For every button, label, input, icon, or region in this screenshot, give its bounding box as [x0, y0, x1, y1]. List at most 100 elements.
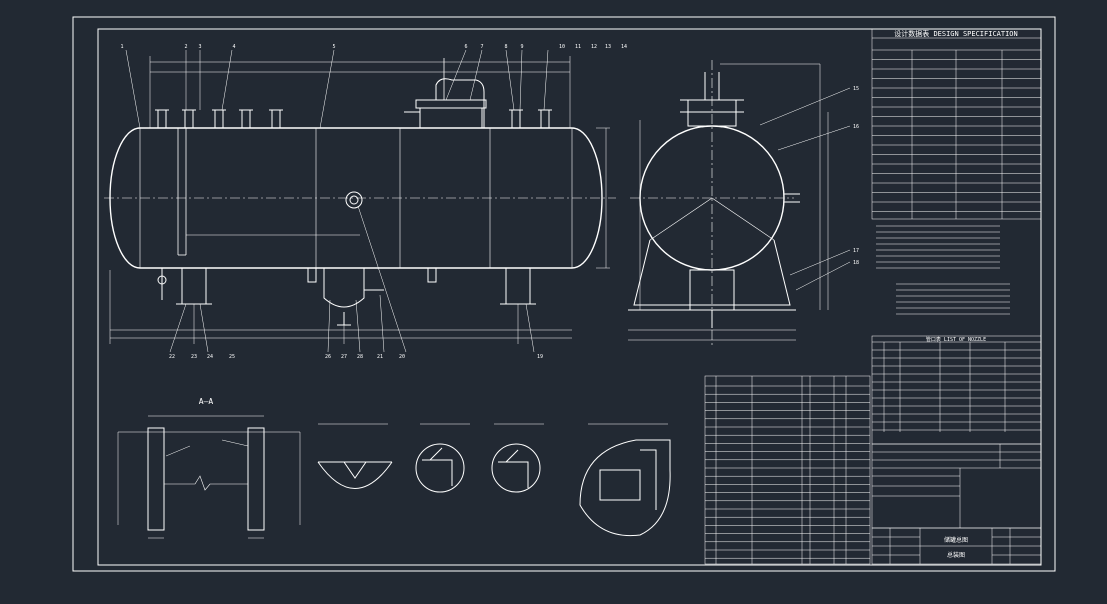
balloon-label-12: 12 [591, 44, 597, 50]
nozzle [214, 109, 224, 129]
saddle-right [505, 267, 531, 305]
nozzle [157, 109, 167, 129]
leader-line [165, 445, 191, 457]
balloon-label-16: 16 [853, 124, 859, 130]
balloon-label-15: 15 [853, 86, 859, 92]
balloon-label-13: 13 [605, 44, 611, 50]
balloon-label-9: 9 [520, 44, 523, 50]
balloon-label-27: 27 [341, 354, 347, 360]
revision-block [871, 443, 1042, 529]
section-leg-left [147, 427, 165, 531]
saddle-left [181, 267, 207, 305]
weld-details [317, 423, 671, 537]
manhole-cover [415, 99, 487, 109]
notes-area [876, 225, 1010, 315]
leader-line [469, 49, 483, 101]
drawing-sub-name: 总装图 [947, 551, 965, 559]
balloon-label-8: 8 [504, 44, 507, 50]
balloon-label-3: 3 [198, 44, 201, 50]
leader-line [125, 49, 141, 129]
top-nozzles [155, 109, 552, 129]
leader-line [519, 49, 523, 111]
parts-list-rows [705, 385, 870, 559]
leader-line [795, 261, 851, 291]
leader-line [199, 303, 209, 353]
manhole-davit [435, 78, 485, 128]
spec-table-header: 设计数据表 DESIGN SPECIFICATION [894, 29, 1018, 38]
sump [323, 268, 365, 308]
balloon-label-21: 21 [377, 354, 383, 360]
side-nozzle-inner [349, 195, 359, 205]
balloon-label-6: 6 [464, 44, 467, 50]
balloon-label-20: 20 [399, 354, 405, 360]
leader-line [445, 49, 467, 101]
nozzle [241, 109, 251, 129]
sheet-inner-border [97, 28, 1042, 566]
manhole-neck [419, 107, 483, 129]
spec-table-frame [871, 28, 1042, 220]
leader-line [319, 49, 335, 129]
balloon-label-7: 7 [480, 44, 483, 50]
sheet-outer-frame [72, 16, 1056, 572]
leader-line [777, 125, 851, 151]
end-view-saddle [633, 239, 791, 306]
end-view-saddle-web [649, 197, 713, 241]
nozzle-table [871, 335, 1042, 445]
balloon-label-25: 25 [229, 354, 235, 360]
end-view [628, 60, 851, 345]
nozzle [271, 109, 281, 129]
leader-line [525, 303, 535, 353]
balloon-label-18: 18 [853, 260, 859, 266]
leader-line [221, 439, 249, 447]
balloon-label-14: 14 [621, 44, 627, 50]
title-block [871, 527, 1042, 565]
balloon-label-5: 5 [332, 44, 335, 50]
leader-line [759, 87, 851, 126]
nozzle-table-rows [872, 349, 1041, 431]
weld-detail-1 [317, 461, 393, 489]
leader-line [379, 294, 385, 353]
dimension-lines [109, 56, 610, 344]
leader-line [169, 303, 187, 353]
end-view-leaders [759, 87, 851, 291]
weld-detail-4-section [599, 449, 657, 510]
section-label: A—A [199, 397, 214, 406]
main-elevation-view [104, 49, 616, 353]
leader-line [789, 249, 851, 276]
balloon-label-11: 11 [575, 44, 581, 50]
leader-line [327, 299, 331, 353]
balloon-label-22: 22 [169, 354, 175, 360]
nozzle [511, 109, 521, 129]
leader-line [355, 299, 361, 353]
balloon-label-2: 2 [184, 44, 187, 50]
parts-list-table [704, 375, 871, 565]
bottom-nozzle [427, 267, 437, 283]
section-break-line [164, 475, 248, 491]
leader-line [357, 205, 407, 353]
weld-detail-3-section [498, 449, 529, 488]
balloon-label-24: 24 [207, 354, 213, 360]
end-view-saddle-web [711, 197, 775, 241]
end-view-dimensions [628, 63, 829, 341]
nozzle [540, 109, 550, 129]
weld-detail-3 [491, 443, 541, 493]
leader-line [543, 49, 549, 111]
leader-line [221, 49, 233, 111]
nozzle-table-header: 管口表 LIST OF NOZZLE [926, 336, 986, 343]
weld-detail-4 [579, 439, 671, 537]
drawing-name: 储罐总图 [944, 536, 968, 544]
balloon-label-4: 4 [232, 44, 235, 50]
design-spec-table [871, 28, 1042, 220]
weld-detail-2-section [422, 447, 453, 486]
weld-detail-2 [415, 443, 465, 493]
side-nozzle [345, 191, 363, 209]
parts-list-frame [704, 375, 871, 565]
balloon-label-17: 17 [853, 248, 859, 254]
bottom-nozzle [307, 267, 317, 283]
weld-detail-1-groove [343, 461, 367, 479]
balloon-label-26: 26 [325, 354, 331, 360]
balloon-label-23: 23 [191, 354, 197, 360]
